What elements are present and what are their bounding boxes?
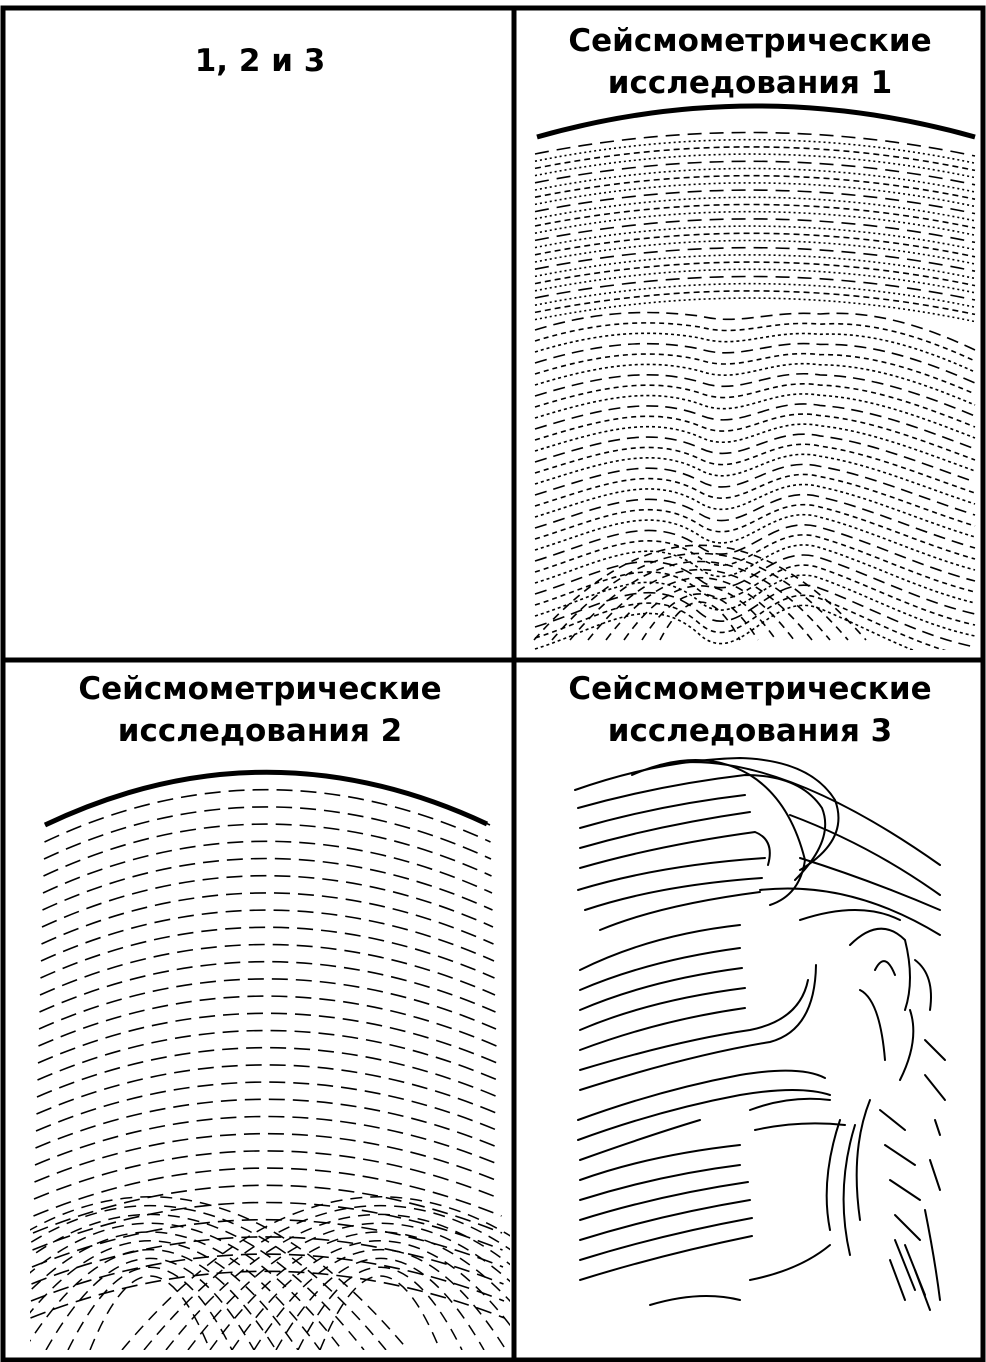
- horizon: [930, 1160, 940, 1190]
- horizon: [580, 1145, 740, 1180]
- horizon: [650, 1296, 740, 1305]
- horizon: [880, 1110, 905, 1130]
- horizon: [580, 812, 750, 848]
- horizon: [580, 1236, 752, 1280]
- horizon: [575, 758, 838, 870]
- horizon: [580, 1182, 748, 1220]
- interpreted-horizons-3: [575, 758, 945, 1310]
- horizon: [875, 961, 895, 975]
- horizon: [632, 760, 805, 905]
- horizon: [578, 858, 765, 890]
- horizon: [585, 878, 762, 910]
- horizon: [755, 1123, 845, 1130]
- horizon: [750, 1099, 830, 1110]
- horizon: [800, 910, 900, 920]
- horizon: [578, 1071, 825, 1120]
- horizon: [827, 1120, 840, 1230]
- horizon: [860, 990, 885, 1060]
- horizon: [925, 1040, 945, 1060]
- horizon: [580, 980, 808, 1070]
- horizon: [925, 1075, 945, 1100]
- horizon: [578, 1090, 830, 1140]
- horizon: [580, 1008, 745, 1050]
- horizon: [925, 1210, 940, 1300]
- horizon: [580, 1200, 750, 1240]
- horizon: [890, 1260, 905, 1300]
- horizon: [857, 1100, 870, 1220]
- horizon: [915, 960, 931, 1010]
- horizon: [915, 1270, 930, 1310]
- horizon: [580, 832, 770, 868]
- horizon: [580, 1165, 740, 1200]
- horizon: [895, 1215, 920, 1240]
- horizon: [790, 815, 940, 895]
- horizon: [885, 1145, 915, 1165]
- horizon: [935, 1120, 940, 1135]
- horizon: [844, 1125, 855, 1255]
- horizon: [660, 762, 940, 865]
- horizon: [850, 929, 910, 1010]
- horizon: [900, 1010, 913, 1080]
- horizon: [750, 1245, 830, 1280]
- horizon: [580, 1218, 752, 1260]
- horizon: [890, 1180, 920, 1200]
